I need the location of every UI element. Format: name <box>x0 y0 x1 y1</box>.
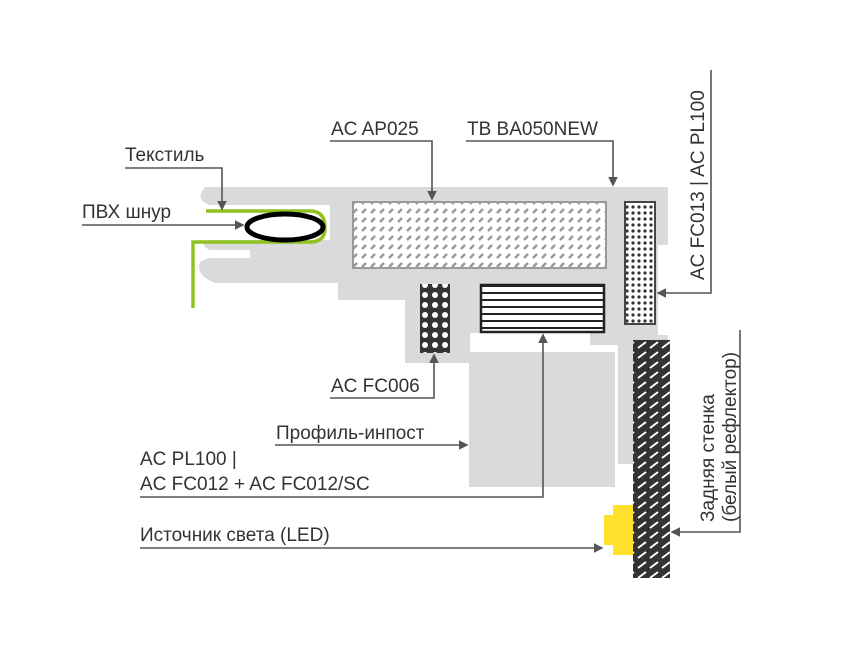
label-reflector: (белый рефлектор) <box>720 352 741 522</box>
label-led: Источник света (LED) <box>140 525 330 546</box>
impost-profile <box>469 352 615 487</box>
ap025-tape <box>352 201 607 269</box>
label-fc006: AC FC006 <box>331 376 420 397</box>
back-wall <box>633 340 670 578</box>
label-ap025: AC AP025 <box>331 119 419 140</box>
pvc-cord <box>244 211 326 243</box>
led-source <box>604 505 633 555</box>
label-fc012: AC FC012 + AC FC012/SC <box>140 474 370 495</box>
label-impost: Профиль-инпост <box>276 423 425 444</box>
label-back-wall: Задняя стенка <box>698 394 719 522</box>
label-textile: Текстиль <box>125 145 205 166</box>
fc006-tape <box>420 284 450 353</box>
fc012-tape <box>479 283 606 334</box>
fc013-tape <box>624 201 656 325</box>
label-pvc-cord: ПВХ шнур <box>82 202 171 223</box>
label-fc013: AC FC013 | AC PL100 <box>688 90 709 280</box>
label-ba050: TB BA050NEW <box>467 119 598 140</box>
label-pl100: AC PL100 | <box>140 449 237 470</box>
